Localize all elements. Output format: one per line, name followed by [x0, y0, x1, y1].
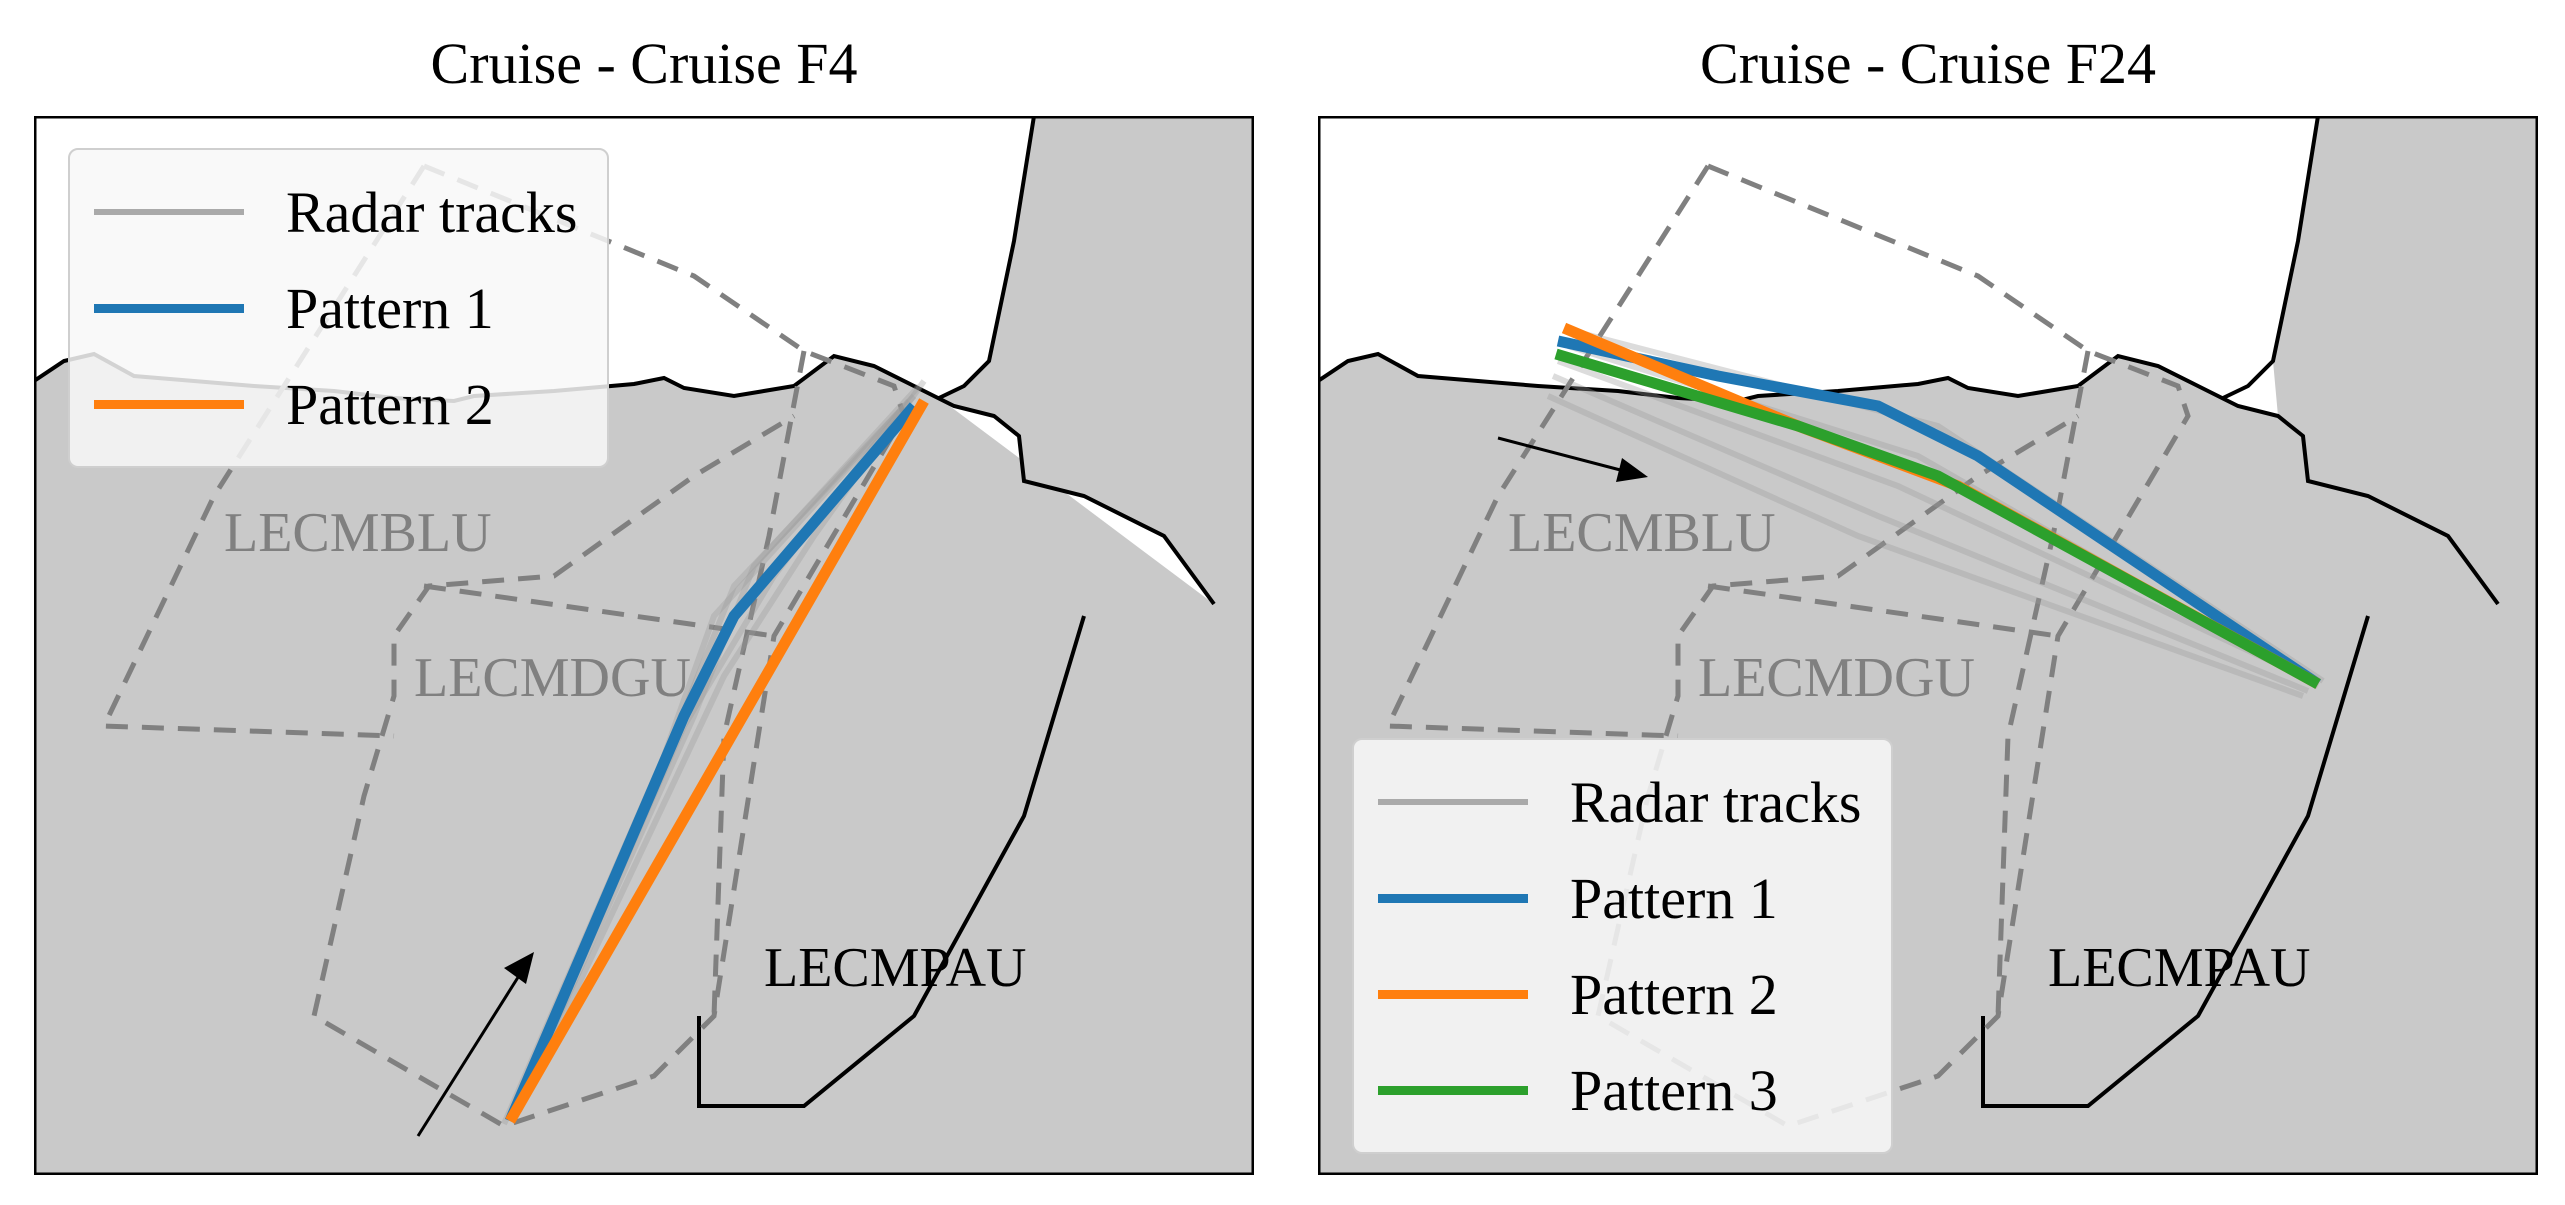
map-frame	[34, 116, 1254, 1175]
legend-item: Pattern 2	[94, 356, 577, 452]
legend-swatch	[1378, 799, 1528, 805]
sector-label-lecmdgu: LECMDGU	[1698, 647, 1975, 709]
pattern-3-line	[1554, 348, 2321, 689]
legend-item: Pattern 3	[1378, 1042, 1861, 1138]
pattern-1-line	[504, 402, 919, 1124]
legend-item: Radar tracks	[94, 164, 577, 260]
sector-label-lecmpau: LECMPAU	[764, 937, 1026, 999]
panel-title: Cruise - Cruise F4	[430, 31, 858, 96]
legend-swatch	[1378, 893, 1528, 903]
legend-label: Pattern 2	[286, 371, 494, 437]
legend-swatch	[94, 209, 244, 215]
border-line-east	[697, 615, 1086, 1108]
sector-label-lecmblu: LECMBLU	[1508, 502, 1776, 564]
legend-label: Pattern 1	[286, 275, 494, 341]
border-line-east	[1981, 615, 2370, 1108]
panel-title: Cruise - Cruise F24	[1700, 31, 2156, 96]
direction-arrow	[1497, 436, 1648, 482]
legend-label: Pattern 3	[1570, 1057, 1778, 1123]
legend-label: Radar tracks	[1570, 769, 1862, 835]
legend: Radar tracks Pattern 1 Pattern 2	[68, 148, 610, 468]
coastline	[1318, 351, 2500, 606]
legend-label: Pattern 2	[1570, 961, 1778, 1027]
land-east	[989, 116, 1254, 1175]
map-area: LECMBLU LECMDGU LECMPAU	[34, 116, 1254, 1175]
map-canvas: LECMBLU LECMDGU LECMPAU	[34, 116, 1254, 1175]
legend-item: Pattern 1	[1378, 850, 1861, 946]
coastline-north	[2222, 116, 2320, 400]
pattern-2-line	[505, 398, 929, 1124]
sector-label-lecmpau: LECMPAU	[2048, 937, 2310, 999]
sector-label-lecmdgu: LECMDGU	[414, 647, 691, 709]
direction-arrow	[416, 952, 534, 1137]
map-panel-f24: Cruise - Cruise F24	[1284, 0, 2538, 1205]
legend-label: Pattern 1	[1570, 865, 1778, 931]
map-frame	[1318, 116, 2538, 1175]
legend-swatch	[1378, 1085, 1528, 1095]
legend: Radar tracks Pattern 1 Pattern 2 Pattern…	[1352, 738, 1894, 1154]
legend-swatch	[94, 303, 244, 313]
sector-label-lecmblu: LECMBLU	[224, 502, 492, 564]
sector-borders	[1384, 163, 2191, 1129]
land-east	[2273, 116, 2538, 1175]
legend-label: Radar tracks	[286, 179, 578, 245]
legend-item: Radar tracks	[1378, 754, 1861, 850]
legend-swatch	[94, 399, 244, 409]
legend-item: Pattern 2	[1378, 946, 1861, 1042]
coastline-north	[938, 116, 1036, 400]
legend-swatch	[1378, 989, 1528, 999]
map-panel-f4: Cruise - Cruise F4	[0, 0, 1254, 1205]
legend-item: Pattern 1	[94, 260, 577, 356]
